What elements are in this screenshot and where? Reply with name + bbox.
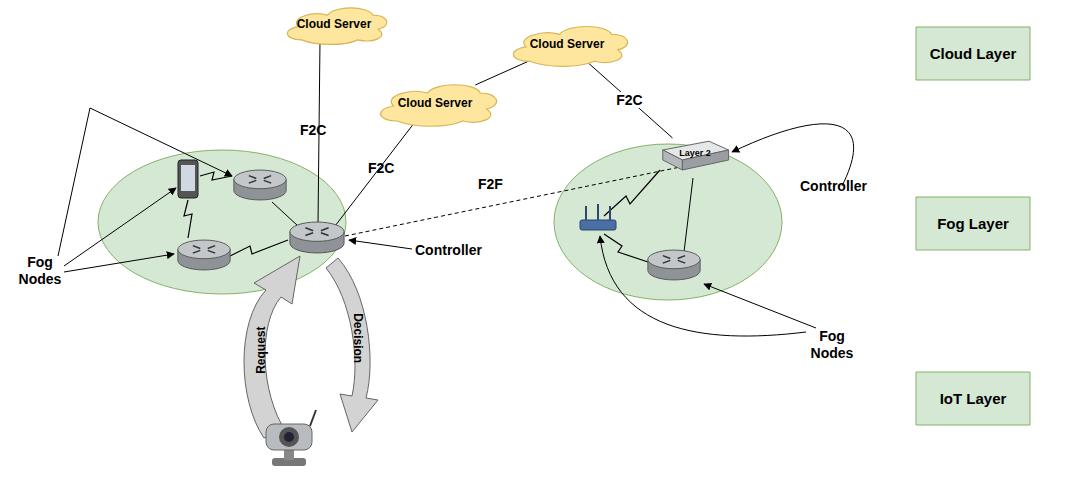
drawing-part — [335, 118, 418, 226]
drawing-part — [178, 160, 198, 198]
leader-lines — [58, 108, 854, 336]
cloud-outline — [381, 85, 497, 127]
drawing-part — [290, 222, 344, 253]
drawing-part — [580, 220, 616, 230]
router-icon — [178, 170, 700, 280]
drawing-part — [585, 206, 587, 220]
layer-wires — [272, 40, 693, 252]
node-text: Fog Layer — [937, 215, 1009, 232]
drawing-part — [181, 165, 195, 191]
drawing-part — [64, 188, 176, 266]
layer-box: IoT Layer — [916, 372, 1030, 425]
arrow-label: Request — [255, 326, 269, 373]
node-text: Cloud Server — [297, 17, 372, 31]
cloud-shape: Cloud Server — [505, 20, 629, 68]
phone-icon — [178, 160, 198, 198]
node-text: Cloud Layer — [930, 45, 1017, 62]
drawing-part — [554, 144, 782, 300]
box-outline — [916, 197, 1030, 250]
drawing-part — [604, 170, 660, 216]
drawing-part — [609, 206, 611, 220]
drawing-part — [230, 240, 288, 256]
drawing-part — [597, 204, 599, 220]
box-outline — [916, 27, 1030, 80]
drawing-part — [600, 236, 806, 336]
drawing-part — [266, 424, 312, 450]
layer-box: Cloud Layer — [916, 27, 1030, 80]
drawing-part — [345, 165, 690, 236]
callout-label: Fog Nodes — [806, 328, 858, 362]
node-outline — [660, 138, 730, 178]
callout-label: F2C — [300, 122, 326, 139]
callout-label: Controller — [800, 178, 867, 195]
drawing-part — [64, 254, 174, 272]
drawing-part — [279, 427, 299, 447]
drawing-part — [184, 200, 192, 238]
layer-box: Fog Layer — [916, 197, 1030, 250]
drawing-part — [58, 108, 232, 256]
callout-label: F2C — [368, 160, 394, 177]
arrow-label: Decision — [351, 313, 365, 363]
drawing-part — [349, 240, 412, 249]
wifi-router-icon — [580, 204, 616, 230]
drawing-part — [244, 256, 300, 438]
cloud-outline — [287, 8, 386, 45]
drawing-part — [178, 240, 230, 270]
drawing-part — [704, 284, 816, 328]
fog-region — [98, 144, 782, 300]
connector-line — [475, 61, 528, 85]
drawing-part — [284, 432, 294, 442]
cloud-outline — [513, 26, 627, 66]
drawing-part — [310, 410, 316, 426]
node-text: Cloud Server — [530, 37, 605, 51]
switch-icon: Layer 2 — [660, 138, 730, 178]
node-text: IoT Layer — [940, 390, 1007, 407]
box-outline — [916, 372, 1030, 425]
cloud-shape: Cloud Server — [280, 2, 388, 46]
drawing-part — [234, 170, 286, 200]
drawing-part — [732, 124, 854, 186]
node-text: Layer 2 — [679, 148, 711, 158]
drawing-part — [684, 178, 693, 252]
edge-label: F2C — [614, 92, 644, 108]
camera-icon — [266, 410, 316, 466]
flow-arrow — [244, 256, 378, 438]
drawing-part — [604, 234, 648, 262]
callout-label: Fog Nodes — [14, 254, 66, 288]
cloud-shape: Cloud Server — [372, 78, 498, 128]
callout-label: F2F — [478, 176, 503, 193]
connector-line — [586, 61, 672, 138]
callout-label: Controller — [415, 242, 482, 259]
drawing-part — [272, 202, 298, 226]
node-text: Cloud Server — [398, 96, 473, 110]
drawing-part — [648, 250, 700, 280]
drawing-part — [326, 258, 378, 432]
wireless-links — [184, 170, 660, 262]
